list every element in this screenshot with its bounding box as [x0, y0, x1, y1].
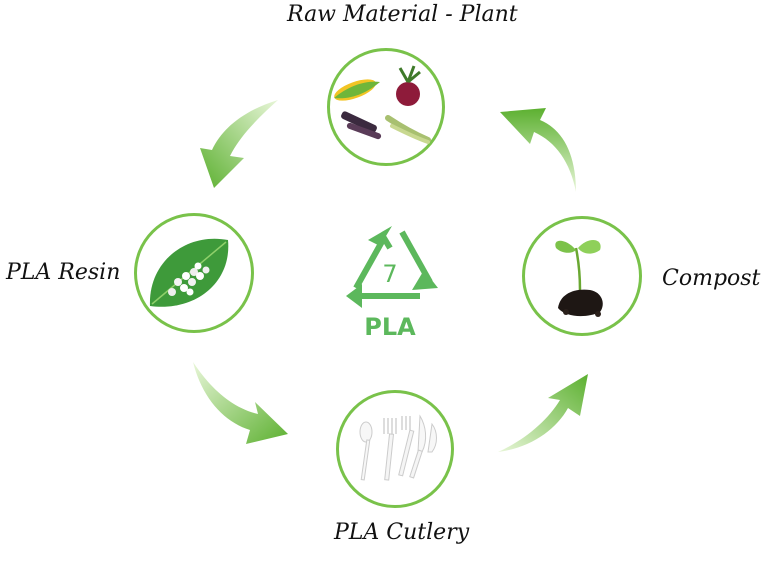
wheat-icon — [385, 115, 431, 144]
recycle-text: PLA — [364, 313, 416, 341]
arrow-resin-to-cutlery — [193, 362, 288, 444]
spoon-icon — [359, 421, 373, 481]
corn-icon — [334, 79, 380, 101]
recycle-number: 7 — [382, 260, 397, 288]
fork-icon — [383, 416, 415, 481]
knife-icon — [409, 414, 437, 479]
soil-icon — [558, 289, 603, 317]
label-pla-resin: PLA Resin — [6, 260, 121, 285]
arrow-compost-to-raw — [500, 108, 576, 192]
resin-pellets-icon — [168, 262, 210, 296]
label-compost: Compost — [662, 266, 761, 291]
label-pla-cutlery: PLA Cutlery — [334, 520, 470, 545]
sugarcane-icon — [341, 111, 382, 140]
node-raw-material — [327, 48, 445, 166]
seedling-icon — [555, 239, 601, 291]
arrow-cutlery-to-compost — [498, 374, 588, 452]
label-raw-material: Raw Material - Plant — [287, 2, 518, 27]
beet-icon — [396, 65, 421, 106]
arrow-raw-to-resin — [200, 100, 278, 188]
node-compost — [522, 216, 642, 336]
recycle-arrows-icon — [346, 226, 438, 308]
leaf-icon — [149, 238, 229, 307]
